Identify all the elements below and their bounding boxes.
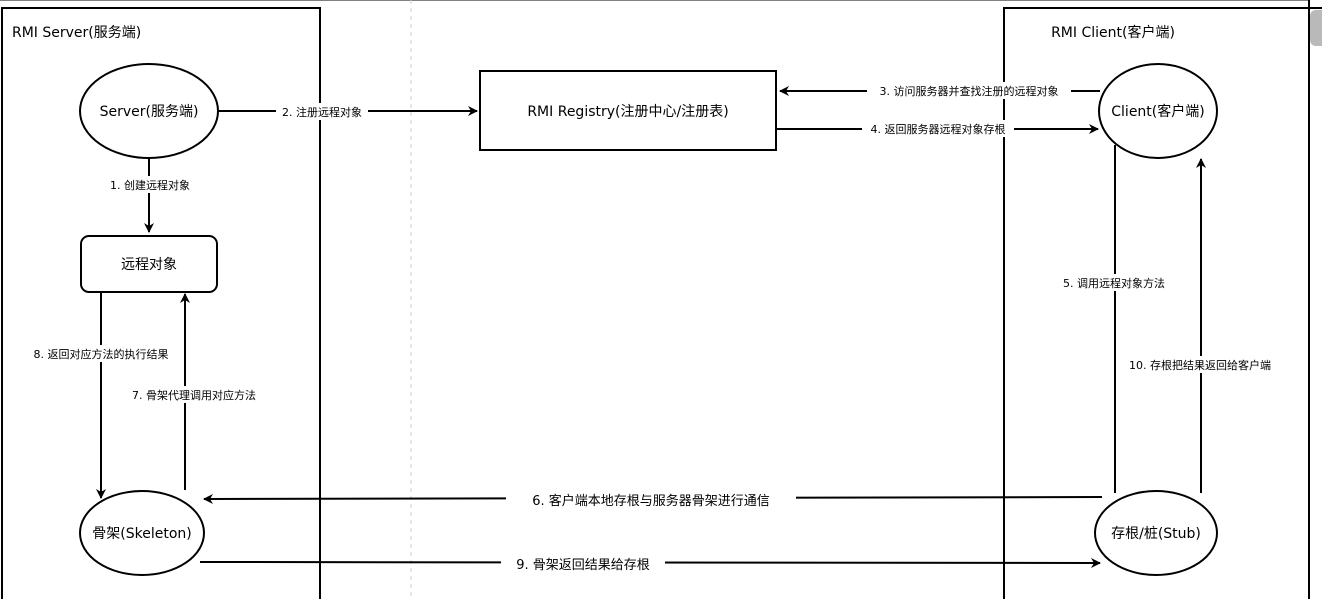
edge-2-label: 2. 注册远程对象 xyxy=(282,105,362,119)
stub-node-label: 存根/桩(Stub) xyxy=(1111,525,1201,542)
vertical-scrollbar-thumb[interactable] xyxy=(1310,10,1322,46)
registry-node xyxy=(479,70,777,151)
client-lane xyxy=(1003,7,1322,599)
remote-object-label: 远程对象 xyxy=(121,257,177,273)
edge-3-label: 3. 访问服务器并查找注册的远程对象 xyxy=(880,84,1059,98)
registry-node-label: RMI Registry(注册中心/注册表) xyxy=(527,104,728,120)
stub-node xyxy=(1094,490,1218,576)
edge-5-label: 5. 调用远程对象方法 xyxy=(1063,276,1165,290)
server-node xyxy=(79,63,219,159)
client-node xyxy=(1098,63,1218,159)
server-lane xyxy=(1,7,321,599)
edge-1-label: 1. 创建远程对象 xyxy=(110,178,190,192)
edge-10-label: 10. 存根把结果返回给客户端 xyxy=(1129,358,1271,372)
client-node-label: Client(客户端) xyxy=(1111,103,1204,120)
server-node-label: Server(服务端) xyxy=(100,104,199,120)
edge-7-label: 7. 骨架代理调用对应方法 xyxy=(132,388,256,402)
edge-4-label: 4. 返回服务器远程对象存根 xyxy=(871,122,1006,136)
remote-object-node xyxy=(80,235,218,293)
edge-9-label: 9. 骨架返回结果给存根 xyxy=(516,558,650,573)
skeleton-node-label: 骨架(Skeleton) xyxy=(92,526,191,542)
server-lane-title: RMI Server(服务端) xyxy=(12,25,141,41)
client-lane-title: RMI Client(客户端) xyxy=(1051,24,1175,41)
edge-8-label: 8. 返回对应方法的执行结果 xyxy=(34,347,169,361)
edge-6-label: 6. 客户端本地存根与服务器骨架进行通信 xyxy=(532,493,770,509)
skeleton-node xyxy=(79,490,205,576)
